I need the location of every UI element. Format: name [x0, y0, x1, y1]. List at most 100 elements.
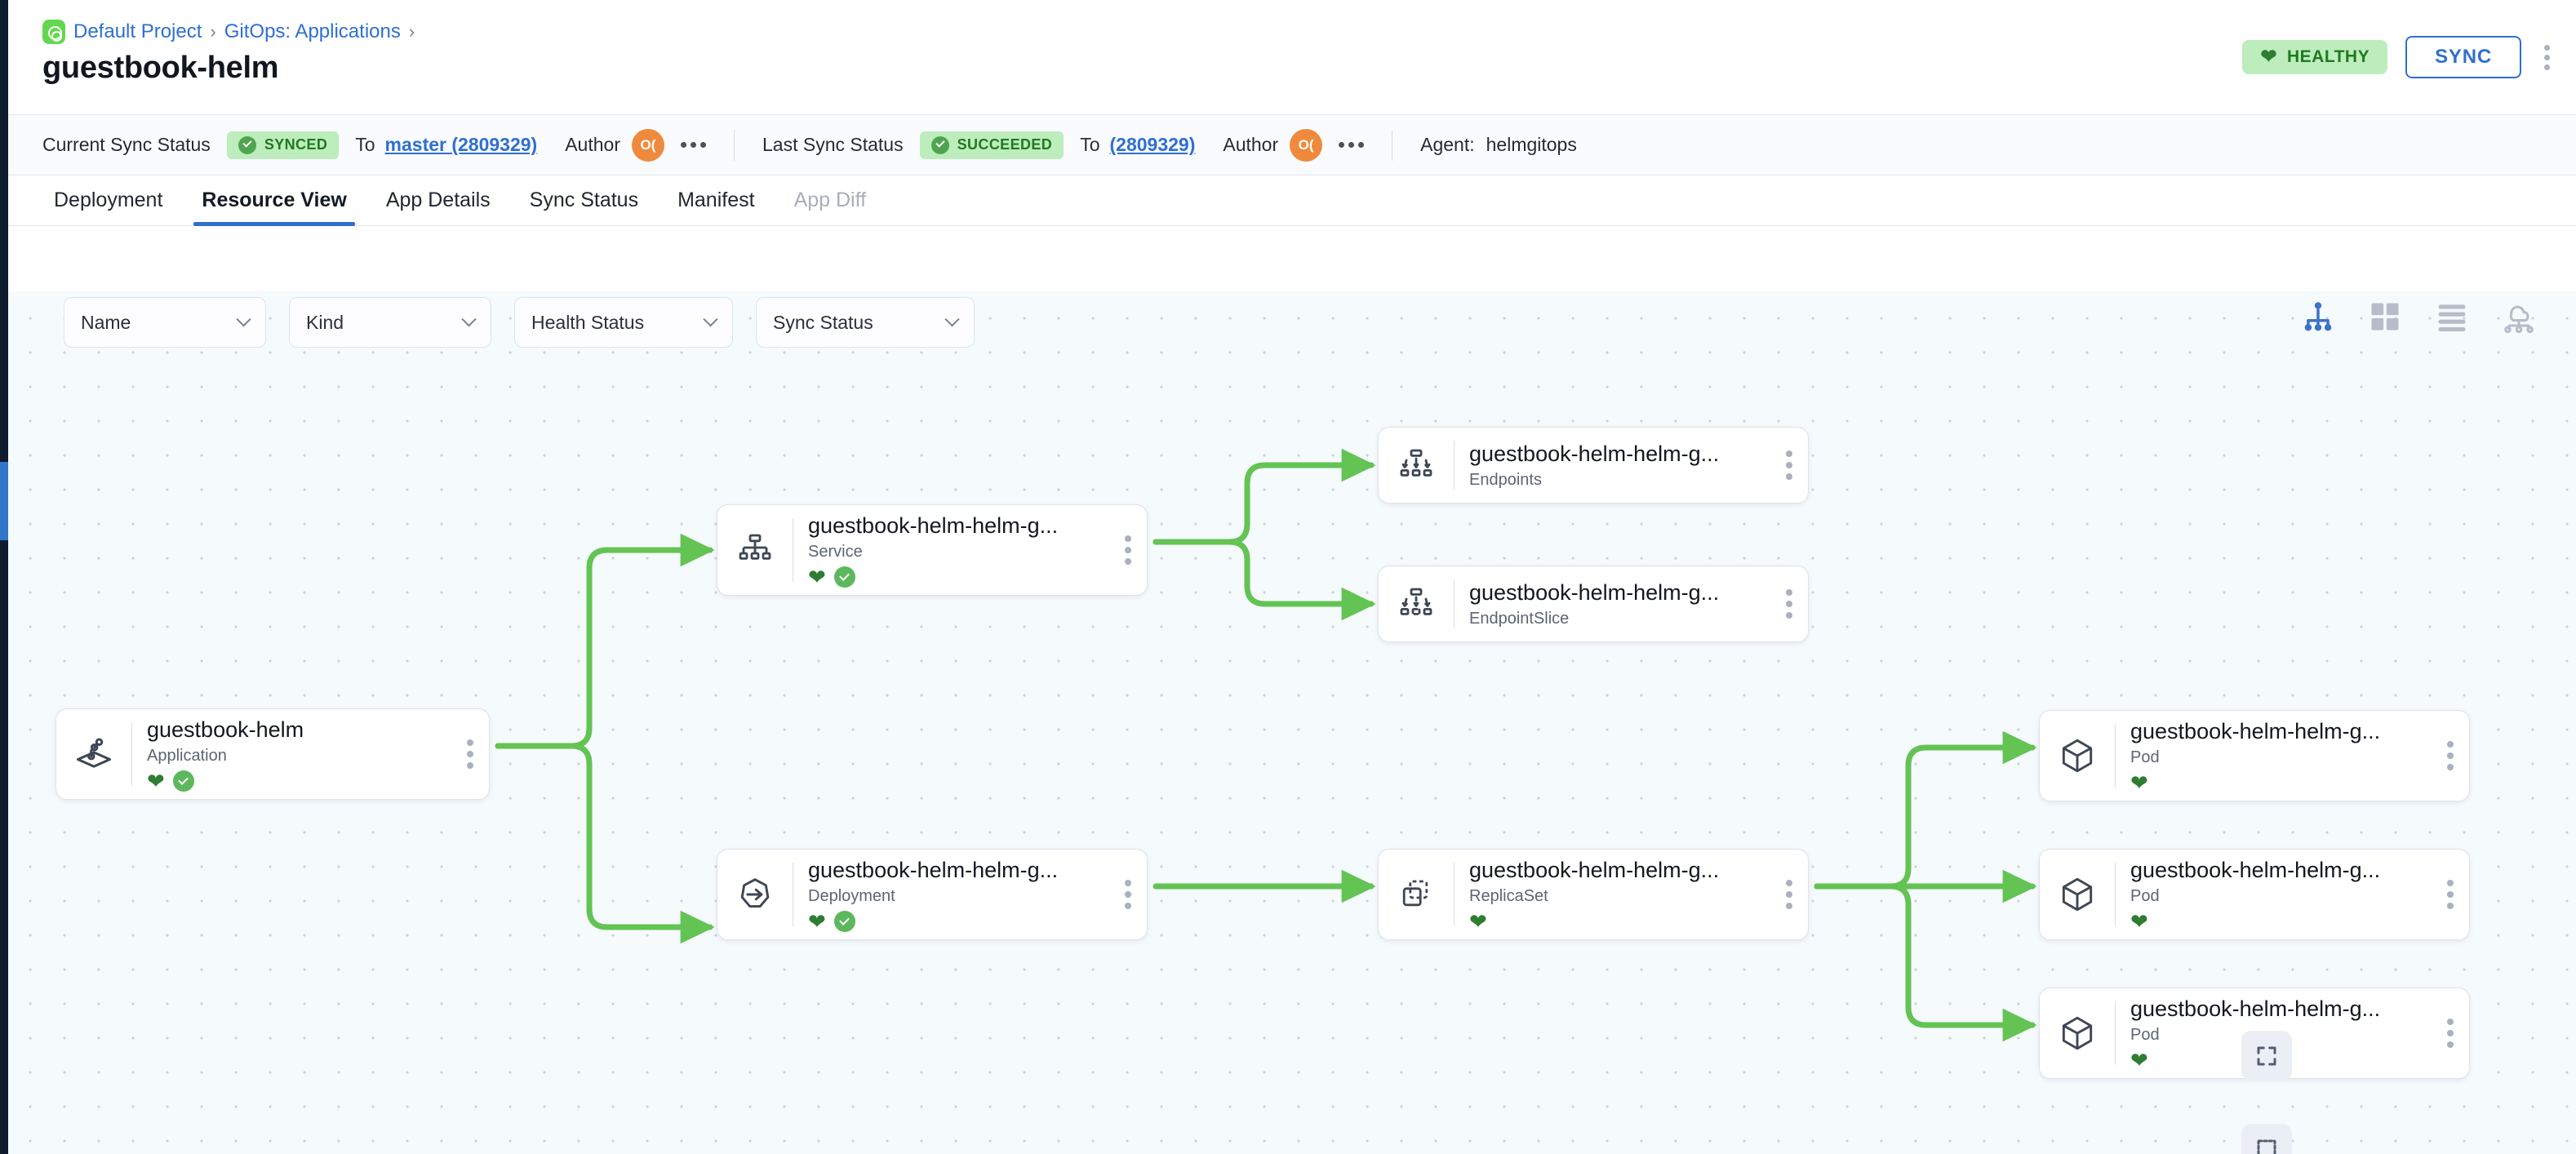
- node-kind: Deployment: [808, 887, 895, 906]
- current-sync-status-badge: SYNCED: [226, 131, 340, 159]
- graph-edges: [495, 448, 2037, 1042]
- health-heart-icon: ❤: [1469, 909, 1487, 934]
- filter-sync-status[interactable]: Sync Status: [756, 297, 975, 348]
- tab-manifest[interactable]: Manifest: [677, 189, 755, 211]
- graph-node-replicaset[interactable]: guestbook-helm-helm-g... ReplicaSet ❤: [1378, 849, 1809, 940]
- health-heart-icon: ❤: [2130, 909, 2148, 934]
- endpoints-icon: [1379, 428, 1454, 503]
- grid-view-icon[interactable]: [2367, 299, 2403, 335]
- chevron-down-icon: [703, 311, 718, 326]
- pod-icon: [2040, 850, 2115, 939]
- sync-status-bar: Current Sync Status SYNCED To master (28…: [8, 114, 2576, 175]
- node-kebab-menu-icon[interactable]: [1770, 880, 1808, 909]
- current-sync-revision-link[interactable]: master (2809329): [384, 134, 538, 155]
- marquee-select-icon[interactable]: [2241, 1124, 2292, 1154]
- node-kebab-menu-icon[interactable]: [1770, 589, 1808, 619]
- tab-deployment[interactable]: Deployment: [54, 189, 163, 211]
- last-sync-badge-label: SUCCEEDED: [957, 136, 1053, 153]
- global-nav-rail[interactable]: [0, 0, 8, 1154]
- edge-app-deployment: [495, 743, 715, 944]
- filter-sync-status-label: Sync Status: [773, 311, 873, 333]
- last-sync-status-badge: SUCCEEDED: [919, 131, 1064, 159]
- health-heart-icon: ❤: [808, 565, 826, 590]
- health-badge-label: HEALTHY: [2287, 47, 2370, 66]
- node-title: guestbook-helm-helm-g...: [2130, 857, 2381, 882]
- node-title: guestbook-helm-helm-g...: [2130, 718, 2381, 743]
- graph-node-endpointslice[interactable]: guestbook-helm-helm-g... EndpointSlice: [1378, 566, 1809, 642]
- tab-sync-status[interactable]: Sync Status: [529, 189, 639, 211]
- tab-resource-view[interactable]: Resource View: [182, 189, 366, 226]
- health-heart-icon: ❤: [147, 769, 165, 794]
- node-kebab-menu-icon[interactable]: [2432, 741, 2469, 770]
- last-sync-author-label: Author: [1223, 134, 1279, 155]
- filter-bar: Name Kind Health Status Sync Status: [8, 290, 988, 355]
- replicaset-icon: [1379, 850, 1454, 939]
- graph-node-endpoints[interactable]: guestbook-helm-helm-g... Endpoints: [1378, 427, 1809, 504]
- graph-node-service[interactable]: guestbook-helm-helm-g... Service ❤: [717, 504, 1148, 596]
- tab-app-details[interactable]: App Details: [385, 189, 491, 211]
- tree-view-icon[interactable]: [2300, 299, 2336, 335]
- page-title: guestbook-helm: [42, 51, 279, 85]
- edge-app-service: [495, 533, 715, 749]
- synced-check-icon: [833, 566, 855, 588]
- node-status-icons: ❤: [2130, 1050, 2417, 1071]
- node-kind: Pod: [2130, 1026, 2160, 1045]
- node-kebab-menu-icon[interactable]: [1109, 880, 1147, 909]
- health-heart-icon: ❤: [2130, 1048, 2148, 1073]
- node-kebab-menu-icon[interactable]: [2432, 880, 2469, 909]
- node-title: guestbook-helm: [147, 717, 304, 742]
- filter-health-status[interactable]: Health Status: [514, 297, 733, 348]
- sync-button[interactable]: SYNC: [2405, 36, 2521, 78]
- graph-node-application[interactable]: guestbook-helm Application ❤: [56, 708, 490, 800]
- view-mode-switcher: [2300, 299, 2537, 335]
- node-kind: EndpointSlice: [1469, 610, 1570, 628]
- last-sync-overflow-icon[interactable]: [1339, 142, 1365, 148]
- list-view-icon[interactable]: [2434, 299, 2470, 335]
- avatar[interactable]: O(: [1290, 128, 1323, 162]
- avatar[interactable]: O(: [631, 128, 664, 162]
- filter-kind-label: Kind: [306, 311, 344, 333]
- resource-graph-canvas[interactable]: guestbook-helm Application ❤: [8, 291, 2576, 1154]
- fullscreen-icon[interactable]: [2241, 1031, 2292, 1081]
- current-sync-overflow-icon[interactable]: [680, 142, 706, 148]
- current-sync-author-label: Author: [565, 134, 620, 155]
- deployment-icon: [717, 850, 793, 939]
- filter-kind[interactable]: Kind: [289, 297, 491, 348]
- resource-toolbar: [8, 226, 2576, 291]
- node-kind: ReplicaSet: [1469, 887, 1548, 906]
- node-title: guestbook-helm-helm-g...: [1469, 857, 1720, 882]
- node-kebab-menu-icon[interactable]: [451, 739, 489, 769]
- filter-name[interactable]: Name: [64, 297, 266, 348]
- current-sync-badge-label: SYNCED: [264, 136, 328, 153]
- last-sync-revision-link[interactable]: (2809329): [1109, 134, 1196, 155]
- edge-replicaset-pod1: [1814, 730, 2037, 890]
- synced-check-icon: [172, 770, 194, 792]
- node-status-icons: ❤: [808, 566, 1095, 588]
- node-kebab-menu-icon[interactable]: [1770, 451, 1808, 480]
- synced-check-icon: [833, 911, 855, 933]
- breadcrumb-item-default-project[interactable]: Default Project: [73, 20, 202, 42]
- filter-health-status-label: Health Status: [531, 311, 645, 333]
- graph-node-deployment[interactable]: guestbook-helm-helm-g... Deployment ❤: [717, 849, 1148, 940]
- node-title: guestbook-helm-helm-g...: [808, 513, 1059, 538]
- check-circle-icon: [930, 135, 949, 154]
- network-view-icon[interactable]: [2501, 299, 2537, 335]
- kebab-menu-icon[interactable]: [2539, 40, 2555, 75]
- current-sync-to-label: To: [355, 134, 375, 155]
- current-sync-status-label: Current Sync Status: [42, 134, 211, 155]
- node-divider: [131, 722, 132, 786]
- breadcrumb: Default Project › GitOps: Applications ›: [42, 20, 415, 44]
- graph-node-pod-2[interactable]: guestbook-helm-helm-g... Pod ❤: [2039, 849, 2470, 940]
- node-content: guestbook-helm-helm-g... Deployment ❤: [793, 857, 1109, 933]
- breadcrumb-item-gitops-applications[interactable]: GitOps: Applications: [224, 20, 401, 42]
- chevron-down-icon: [461, 311, 477, 326]
- node-kebab-menu-icon[interactable]: [2432, 1019, 2469, 1048]
- graph-node-pod-1[interactable]: guestbook-helm-helm-g... Pod ❤: [2039, 710, 2470, 801]
- edge-replicaset-pod3: [1814, 883, 2037, 1042]
- service-icon: [717, 505, 793, 595]
- node-divider: [1454, 579, 1455, 628]
- node-kebab-menu-icon[interactable]: [1109, 535, 1147, 565]
- node-kind: Service: [808, 543, 863, 561]
- node-status-icons: ❤: [2130, 911, 2417, 932]
